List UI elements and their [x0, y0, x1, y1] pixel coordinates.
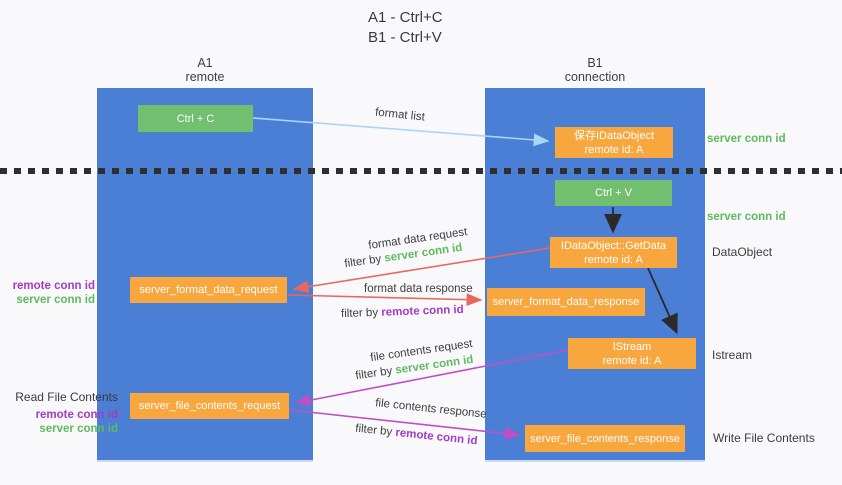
istream-annotation: Istream — [712, 348, 753, 362]
server-conn-id-annotation-mid: server conn id — [707, 211, 786, 223]
ctrl-c-label: Ctrl + C — [176, 112, 215, 125]
getdata-remote-id: remote id: A — [584, 253, 643, 266]
read-file-contents-annotation: Read File Contents — [15, 390, 118, 404]
format-list-arrow — [252, 117, 550, 147]
column-header-b1: B1 connection — [485, 56, 705, 84]
save-idataobject-remote-id: remote id: A — [584, 143, 644, 156]
column-a1-subtitle: remote — [185, 70, 225, 84]
file-contents-request-arrow — [294, 349, 569, 407]
write-file-contents-annotation: Write File Contents — [713, 431, 815, 445]
title-line-a1: A1 - Ctrl+C — [368, 9, 443, 26]
remote-conn-id-annotation: remote conn id — [12, 280, 95, 292]
save-idataobject-node: 保存IDataObject remote id: A — [555, 127, 673, 158]
server-conn-id-annotation: server conn id — [39, 423, 118, 435]
format-data-request-arrow — [292, 247, 551, 294]
column-header-a1: A1 remote — [97, 56, 313, 84]
column-a1-name: A1 — [197, 56, 213, 70]
server-format-data-response-label: server_format_data_response — [492, 296, 640, 308]
ctrl-v-node: Ctrl + V — [555, 180, 672, 206]
server-format-data-request-label: server_format_data_request — [139, 284, 278, 296]
istream-label: IStream — [612, 340, 652, 353]
server-file-contents-response-node: server_file_contents_response — [525, 425, 685, 452]
istream-node: IStream remote id: A — [568, 338, 696, 369]
filter-by-text: filter by — [340, 306, 379, 321]
getdata-to-istream-arrow — [647, 267, 678, 335]
server-file-contents-request-node: server_file_contents_request — [130, 393, 289, 419]
getdata-node: IDataObject::GetData remote id: A — [550, 237, 677, 268]
server-file-contents-request-label: server_file_contents_request — [138, 400, 281, 412]
file-contents-response-arrow — [289, 409, 521, 440]
title-line-b1: B1 - Ctrl+V — [368, 29, 442, 46]
dataobject-annotation: DataObject — [712, 245, 773, 259]
server-format-data-request-node: server_format_data_request — [130, 277, 287, 303]
server-conn-id-annotation-top: server conn id — [707, 133, 786, 145]
getdata-label: IDataObject::GetData — [560, 239, 667, 252]
copy-paste-separator-line — [0, 168, 842, 174]
diagram-title: A1 - Ctrl+C B1 - Ctrl+V — [368, 8, 443, 48]
format-data-response-label: format data response — [364, 283, 473, 295]
server-conn-id-annotation: server conn id — [16, 294, 95, 306]
column-b1-name: B1 — [587, 56, 603, 70]
format-request-conn-ids: remote conn id server conn id — [8, 279, 95, 307]
file-request-annotations: Read File Contents remote conn id server… — [3, 390, 118, 436]
ctrl-c-node: Ctrl + C — [138, 105, 253, 132]
column-b1-subtitle: connection — [564, 70, 626, 84]
ctrl-v-label: Ctrl + V — [595, 187, 632, 199]
istream-remote-id: remote id: A — [602, 354, 662, 367]
server-format-data-response-node: server_format_data_response — [487, 288, 645, 316]
server-file-contents-response-label: server_file_contents_response — [530, 432, 680, 445]
format-data-response-arrow — [287, 293, 483, 307]
save-idataobject-label: 保存IDataObject — [573, 129, 655, 142]
remote-conn-id-annotation: remote conn id — [35, 409, 118, 421]
